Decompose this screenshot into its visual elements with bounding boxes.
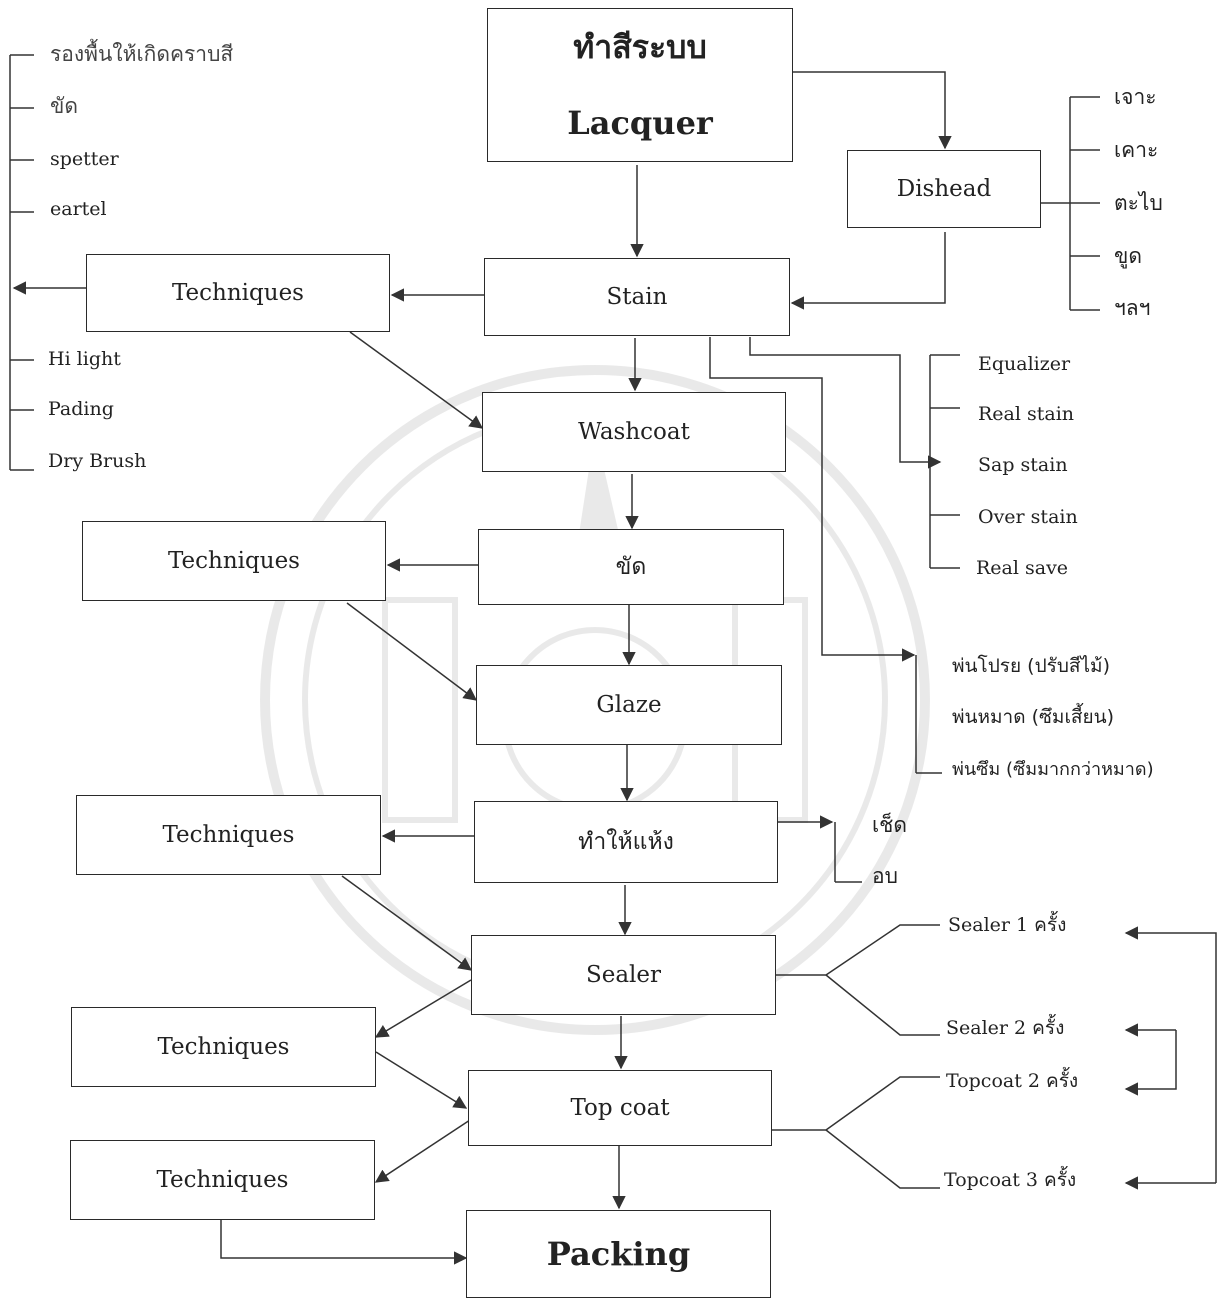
dishead-method: ฯลฯ (1114, 296, 1151, 320)
coat-option: Topcoat 3 ครั้ง (944, 1169, 1077, 1191)
dishead-method: เจาะ (1114, 85, 1157, 109)
stain-type: Sap stain (978, 454, 1068, 476)
drying-method: เช็ด (872, 813, 908, 837)
packing-box: Packing (466, 1210, 771, 1298)
technique-item: Hi light (48, 348, 121, 370)
coat-option: Sealer 2 ครั้ง (946, 1017, 1065, 1039)
dishead-method: ตะไบ (1114, 191, 1163, 215)
drying-method: อบ (872, 864, 898, 888)
glaze-box: Glaze (476, 665, 782, 745)
sealer-box: Sealer (471, 935, 776, 1015)
technique-item: Dry Brush (48, 450, 147, 472)
technique-item: eartel (50, 198, 107, 220)
stain-type: Real stain (978, 403, 1075, 425)
technique-item: รองพื้นให้เกิดคราบสี (50, 42, 234, 66)
topcoat-box: Top coat (468, 1070, 772, 1146)
packing-label: Packing (546, 1235, 691, 1273)
washcoat-box: Washcoat (482, 392, 786, 472)
stain-type: Equalizer (978, 353, 1071, 375)
title-thai: ทำสีระบบ (573, 28, 707, 66)
techniques-box-1: Techniques (86, 254, 390, 332)
coat-option: Topcoat 2 ครั้ง (946, 1070, 1079, 1092)
technique-item: Pading (48, 398, 114, 420)
dishead-box: Dishead (847, 150, 1041, 228)
dishead-method: เคาะ (1114, 138, 1159, 162)
techniques-box-2: Techniques (82, 521, 386, 601)
spray-type: พ่นซึม (ซึมมากกว่าหมาด) (952, 759, 1154, 780)
dishead-method: ขูด (1114, 244, 1142, 268)
title-english: Lacquer (567, 104, 713, 142)
coat-option: Sealer 1 ครั้ง (948, 914, 1067, 936)
stain-box: Stain (484, 258, 790, 336)
sanding-box: ขัด (478, 529, 784, 605)
drying-box: ทำให้แห้ง (474, 801, 778, 883)
technique-item: spetter (50, 148, 119, 170)
techniques-box-3: Techniques (76, 795, 381, 875)
stain-type: Over stain (978, 506, 1078, 528)
spray-type: พ่นหมาด (ซึมเสี้ยน) (952, 706, 1115, 728)
technique-item: ขัด (50, 94, 78, 118)
techniques-box-5: Techniques (70, 1140, 375, 1220)
title-box: ทำสีระบบ Lacquer (487, 8, 793, 162)
techniques-box-4: Techniques (71, 1007, 376, 1087)
stain-type: Real save (976, 557, 1069, 579)
spray-type: พ่นโปรย (ปรับสีไม้) (952, 655, 1110, 677)
